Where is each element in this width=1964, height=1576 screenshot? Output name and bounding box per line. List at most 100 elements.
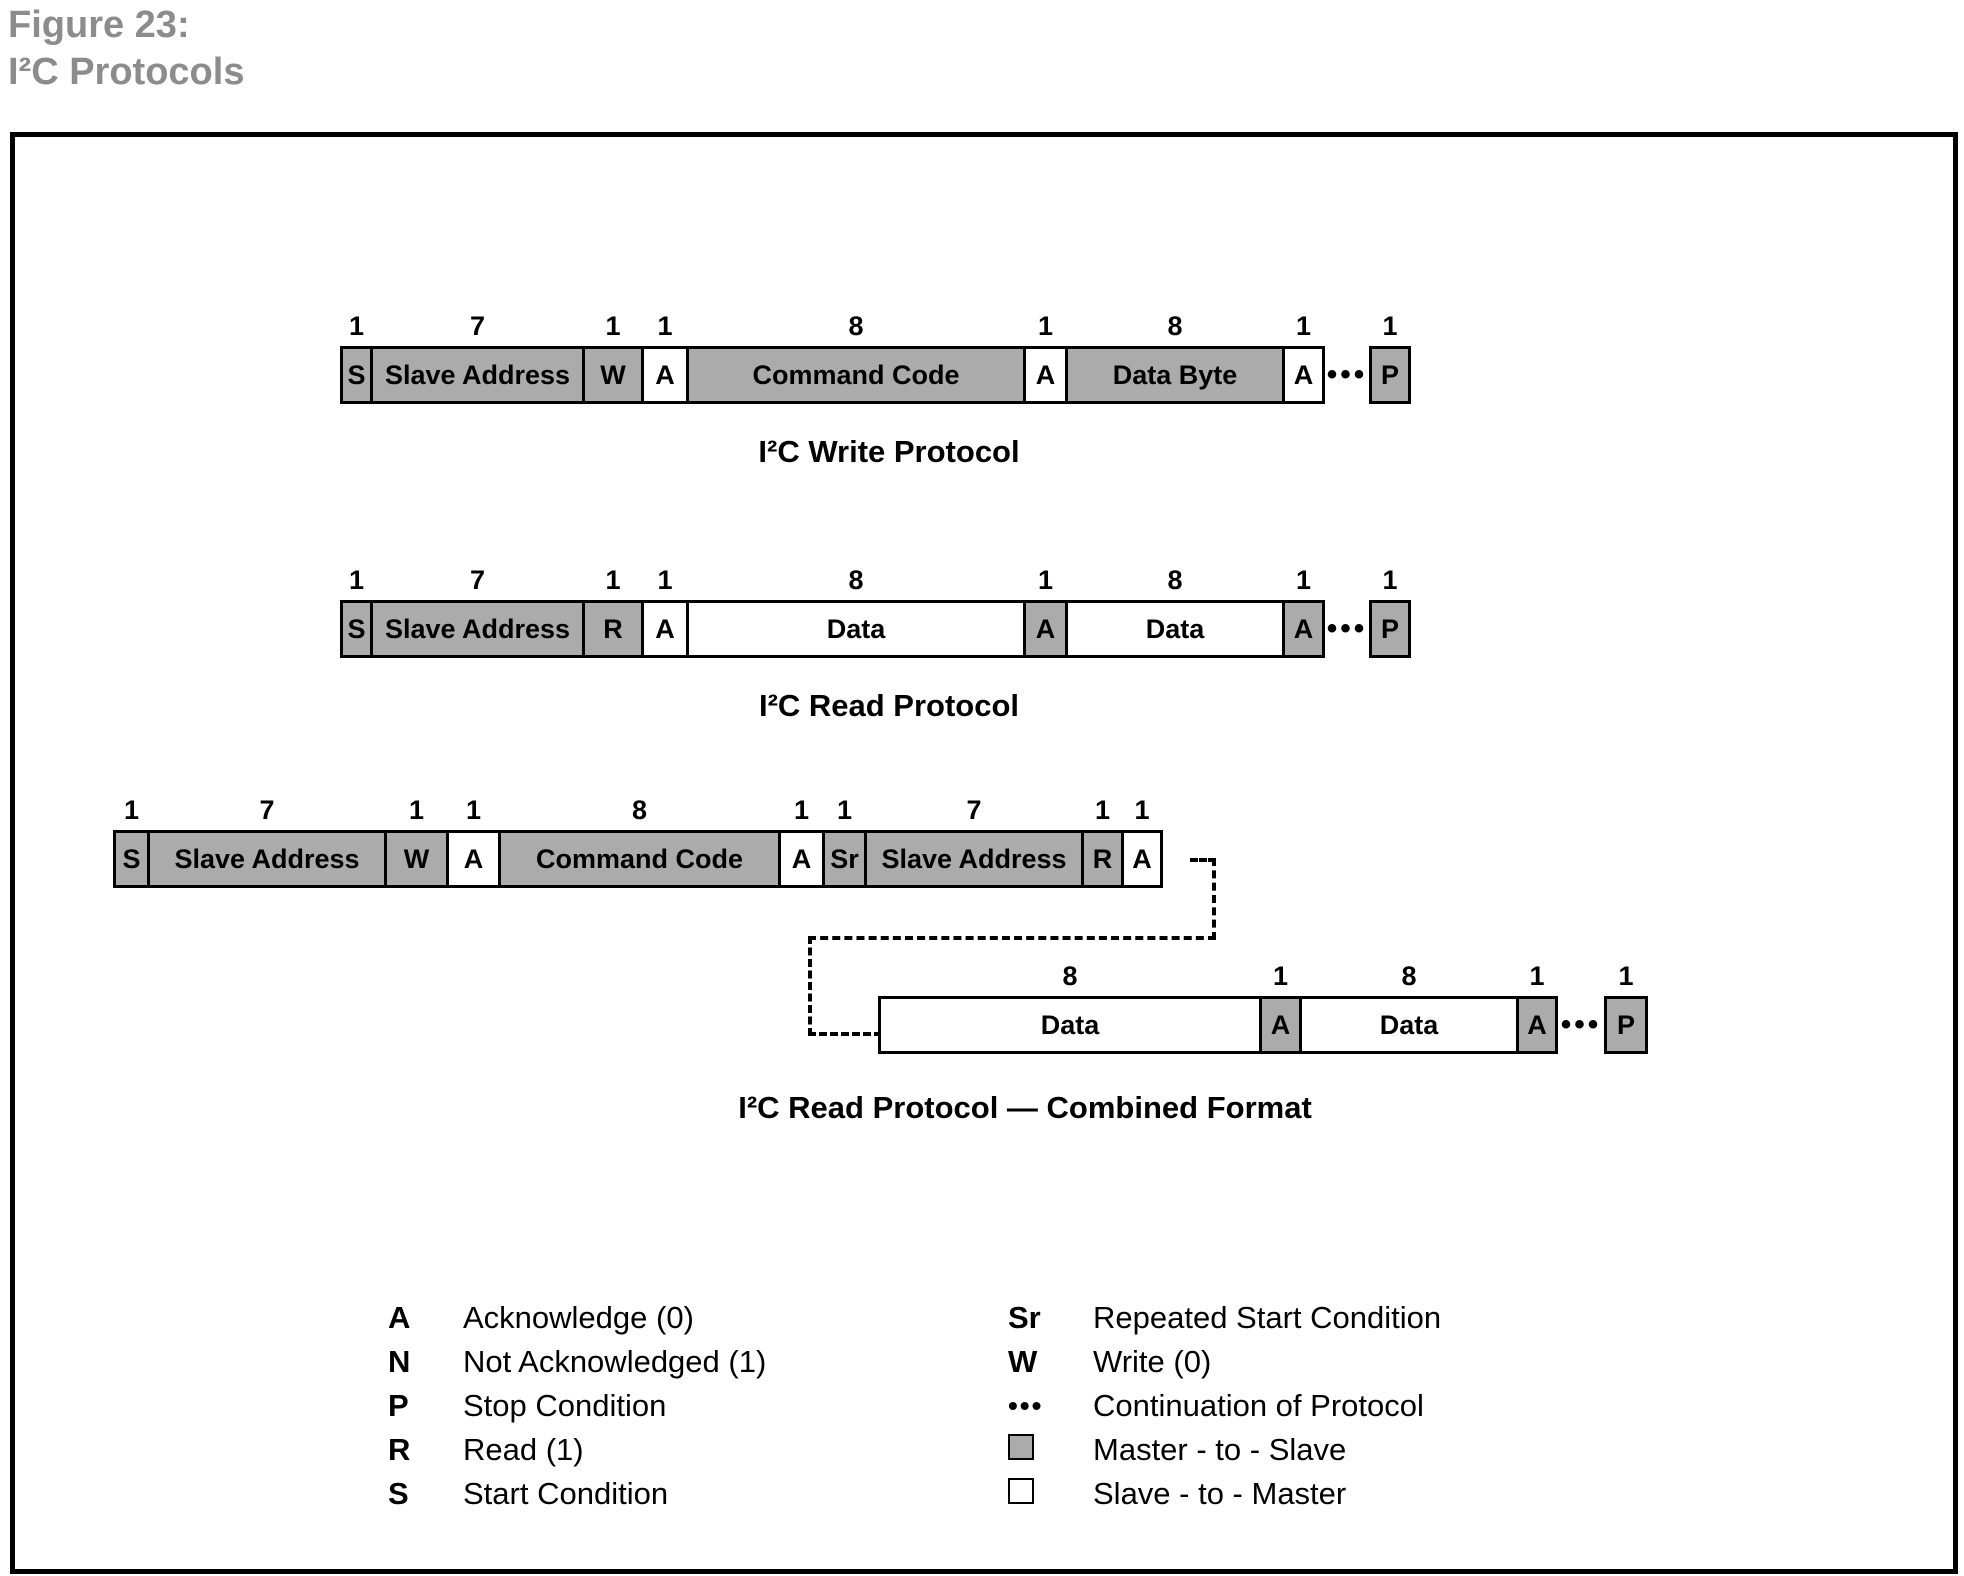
bit-count: 1 [1382, 311, 1398, 341]
connector-dash-segment [808, 936, 812, 1036]
field-box: Sr [822, 830, 867, 888]
field-box: A [641, 346, 689, 404]
field-box: A [641, 600, 689, 658]
legend-description: Read (1) [463, 1432, 584, 1467]
field-box: A [778, 830, 825, 888]
field-box: A [1259, 996, 1302, 1054]
legend-description: Start Condition [463, 1476, 669, 1511]
field-ack: 1 A [1121, 794, 1163, 888]
field-ack: 1 A [778, 794, 825, 888]
field-command-code: 8 Command Code [498, 794, 781, 888]
legend-symbol: W [1008, 1344, 1038, 1379]
field-box: A [1023, 600, 1068, 658]
bit-count: 1 [1295, 311, 1312, 341]
legend-symbol: A [388, 1300, 411, 1335]
legend-item: A Acknowledge (0) [388, 1296, 766, 1340]
field-ack: 1 A [1023, 310, 1068, 404]
legend-symbol: N [388, 1344, 411, 1379]
field-box: Data [686, 600, 1026, 658]
field-box: P [1369, 346, 1411, 404]
bit-count: 8 [1167, 565, 1183, 595]
field-box: Data Byte [1065, 346, 1285, 404]
field-box: Slave Address [147, 830, 387, 888]
field-ack: 1 A [446, 794, 501, 888]
legend-right-column: Sr Repeated Start Condition W Write (0) … [1008, 1296, 1441, 1516]
bit-count: 1 [836, 795, 853, 825]
legend-item: Slave - to - Master [1008, 1472, 1441, 1516]
field-ack: 1 A [1516, 960, 1558, 1054]
field-box: Data [878, 996, 1262, 1054]
bit-count: 1 [793, 795, 810, 825]
field-box: S [340, 346, 373, 404]
bit-count: 8 [1062, 961, 1078, 991]
bit-count: 1 [1295, 565, 1312, 595]
field-box: W [582, 346, 644, 404]
bit-count: 1 [657, 311, 673, 341]
bit-count: 8 [1167, 311, 1183, 341]
field-box: A [1282, 346, 1325, 404]
field-repeated-start: 1 Sr [822, 794, 867, 888]
field-box: A [1516, 996, 1558, 1054]
field-write: 1 W [384, 794, 449, 888]
field-box: Command Code [498, 830, 781, 888]
legend-item: ••• Continuation of Protocol [1008, 1384, 1441, 1428]
field-data-byte: 8 Data Byte [1065, 310, 1285, 404]
field-ack: 1 A [1282, 564, 1325, 658]
field-box: Data [1065, 600, 1285, 658]
field-box: P [1369, 600, 1411, 658]
combined-protocol-title: I²C Read Protocol — Combined Format [738, 1090, 1312, 1125]
bit-count: 8 [848, 311, 864, 341]
field-box: R [1081, 830, 1124, 888]
field-box: Slave Address [370, 600, 585, 658]
field-start: 1 S [340, 564, 373, 658]
legend-symbol: S [388, 1476, 409, 1511]
bit-count: 7 [469, 311, 486, 341]
legend-symbol: R [388, 1432, 411, 1467]
field-box: A [446, 830, 501, 888]
field-stop: 1 P [1369, 564, 1411, 658]
bit-count: 1 [1094, 795, 1111, 825]
bit-count: 7 [966, 795, 982, 825]
bit-count: 7 [469, 565, 486, 595]
connector-dash-segment [1190, 858, 1216, 862]
field-command-code: 8 Command Code [686, 310, 1026, 404]
write-protocol-title: I²C Write Protocol [758, 434, 1020, 469]
legend-item: R Read (1) [388, 1428, 766, 1472]
bit-count: 8 [631, 795, 648, 825]
bit-count: 1 [605, 311, 621, 341]
field-data: 8 Data [686, 564, 1026, 658]
combined-row2-cells: 8 Data 1 A 8 Data 1 A ••• 1 P [878, 960, 1648, 1054]
field-ack: 1 A [641, 310, 689, 404]
read-protocol-row: 1 S 7 Slave Address 1 R 1 A 8 Data 1 A 8… [340, 564, 1411, 658]
combined-row1-cells: 1 S 7 Slave Address 1 W 1 A 8 Command Co… [113, 794, 1163, 888]
legend-symbol: Sr [1008, 1300, 1041, 1335]
field-ack: 1 A [1282, 310, 1325, 404]
figure-label: Figure 23: [8, 4, 190, 46]
field-data: 8 Data [878, 960, 1262, 1054]
field-data: 8 Data [1065, 564, 1285, 658]
legend-item: S Start Condition [388, 1472, 766, 1516]
read-protocol-cells: 1 S 7 Slave Address 1 R 1 A 8 Data 1 A 8… [340, 564, 1411, 658]
legend-description: Master - to - Slave [1093, 1432, 1347, 1467]
field-box: S [113, 830, 150, 888]
legend-item: P Stop Condition [388, 1384, 766, 1428]
continuation-dots: ••• [1326, 612, 1368, 645]
field-slave-address: 7 Slave Address [147, 794, 387, 888]
field-slave-address: 7 Slave Address [370, 564, 585, 658]
legend-description: Acknowledge (0) [463, 1300, 694, 1335]
field-box: Command Code [686, 346, 1026, 404]
figure-name: I²C Protocols [8, 51, 245, 94]
field-read: 1 R [582, 564, 644, 658]
bit-count: 1 [348, 565, 365, 595]
bit-count: 1 [1272, 961, 1289, 991]
field-box: Slave Address [864, 830, 1084, 888]
legend-description: Not Acknowledged (1) [463, 1344, 767, 1379]
legend-description: Slave - to - Master [1093, 1476, 1347, 1511]
connector-dash-segment [808, 936, 1216, 940]
bit-count: 7 [259, 795, 275, 825]
legend-symbol: P [388, 1388, 409, 1423]
legend-description: Repeated Start Condition [1093, 1300, 1442, 1335]
connector-dash-segment [1212, 858, 1216, 940]
legend-description: Continuation of Protocol [1093, 1388, 1424, 1423]
connector-dash-segment [808, 1032, 882, 1036]
